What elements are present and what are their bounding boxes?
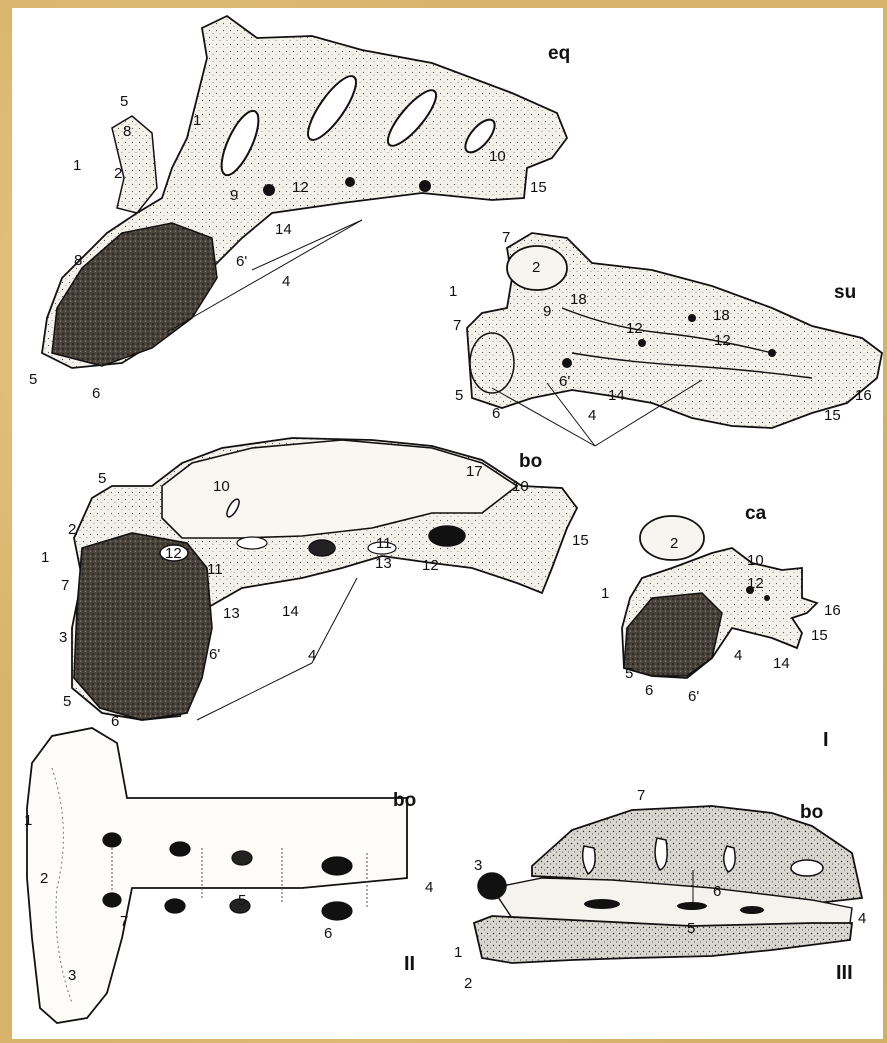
bo-section-label: 3 [474,858,482,873]
su-label: 18 [570,292,587,307]
su-label: 15 [824,408,841,423]
su-label: 1 [449,284,457,299]
bo-section-label: 4 [858,911,866,926]
bo-lateral-label: 6' [209,647,220,662]
ca-label: 14 [773,656,790,671]
bo-dorsal-label: 3 [68,968,76,983]
su-label: 6 [492,406,500,421]
bo-section-label: 2 [464,976,472,991]
su-label: 16 [855,388,872,403]
eq-label: 2 [114,166,122,181]
bo-dorsal-label: 5 [238,893,246,908]
figure-numeral-iii: III [836,963,853,983]
bo-lateral-label: 1 [41,550,49,565]
view-label-su: su [834,283,856,302]
view-label-ca: ca [745,504,766,523]
su-label: 4 [588,408,596,423]
bo-lateral-label: 4 [308,648,316,663]
su-label: 12 [626,321,643,336]
su-label: 9 [543,304,551,319]
bo-section-label: 6 [713,884,721,899]
eq-label: 4 [282,274,290,289]
ca-label: 6' [688,689,699,704]
bo-dorsal-label: 7 [120,914,128,929]
anatomical-plate: eq su bo ca bo bo I II III 5 8 1 1 2 9 1… [12,8,883,1039]
bo-lateral-label: 14 [282,604,299,619]
bo-section-label: 1 [454,945,462,960]
ca-sacrum-drawing [622,516,817,678]
su-label: 7 [453,318,461,333]
su-label: 18 [713,308,730,323]
bo-lateral-label: 13 [223,606,240,621]
su-label: 6' [559,374,570,389]
su-label: 14 [608,388,625,403]
bo-lateral-label: 13 [375,556,392,571]
ca-label: 1 [601,586,609,601]
eq-label: 14 [275,222,292,237]
bo-lateral-label: 3 [59,630,67,645]
bo-lateral-label: 6 [111,714,119,729]
bo-lateral-label: 5 [63,694,71,709]
view-label-bo-section: bo [800,803,823,822]
ca-label: 15 [811,628,828,643]
eq-label: 1 [73,158,81,173]
eq-label: 1 [193,113,201,128]
ca-label: 2 [670,536,678,551]
bo-dorsal-label: 6 [324,926,332,941]
eq-label: 12 [292,180,309,195]
ca-label: 12 [747,576,764,591]
bo-section-label: 7 [637,788,645,803]
bo-dorsal-label: 1 [24,813,32,828]
bo-lateral-label: 2 [68,522,76,537]
bo-section-label: 5 [687,921,695,936]
figure-numeral-i: I [823,730,829,750]
bo-lateral-label: 7 [61,578,69,593]
su-sacrum-drawing [467,233,882,446]
eq-label: 10 [489,149,506,164]
eq-label: 5 [120,94,128,109]
bo-section-sacrum-drawing [474,806,862,963]
bo-lateral-label: 11 [207,562,223,577]
ca-label: 5 [625,666,633,681]
figure-numeral-ii: II [404,954,415,974]
bo-lateral-label: 17 [466,464,483,479]
eq-label: 15 [530,180,547,195]
view-label-bo-dorsal: bo [393,791,416,810]
bo-dorsal-sacrum-drawing [27,728,407,1023]
view-label-eq: eq [548,44,570,63]
bo-lateral-label: 12 [422,558,439,573]
view-label-bo-lateral: bo [519,452,542,471]
bo-lateral-label: 5 [98,471,106,486]
su-label: 2 [532,260,540,275]
ca-label: 4 [734,648,742,663]
su-label: 12 [714,333,731,348]
bo-dorsal-label: 4 [425,880,433,895]
bo-lateral-label: 10 [213,479,230,494]
bo-lateral-label: 11 [376,536,392,551]
eq-label: 9 [230,188,238,203]
bo-lateral-label: 12 [165,546,182,561]
bo-lateral-label: 10 [512,479,529,494]
ca-label: 16 [824,603,841,618]
su-label: 5 [455,388,463,403]
su-label: 7 [502,230,510,245]
ca-label: 6 [645,683,653,698]
eq-label: 8 [74,253,82,268]
eq-label: 5 [29,372,37,387]
bo-lateral-label: 15 [572,533,589,548]
ca-label: 10 [747,553,764,568]
eq-label: 8 [123,124,131,139]
bo-dorsal-label: 2 [40,871,48,886]
eq-label: 6' [236,254,247,269]
eq-label: 6 [92,386,100,401]
bo-lateral-sacrum-drawing [72,438,577,720]
